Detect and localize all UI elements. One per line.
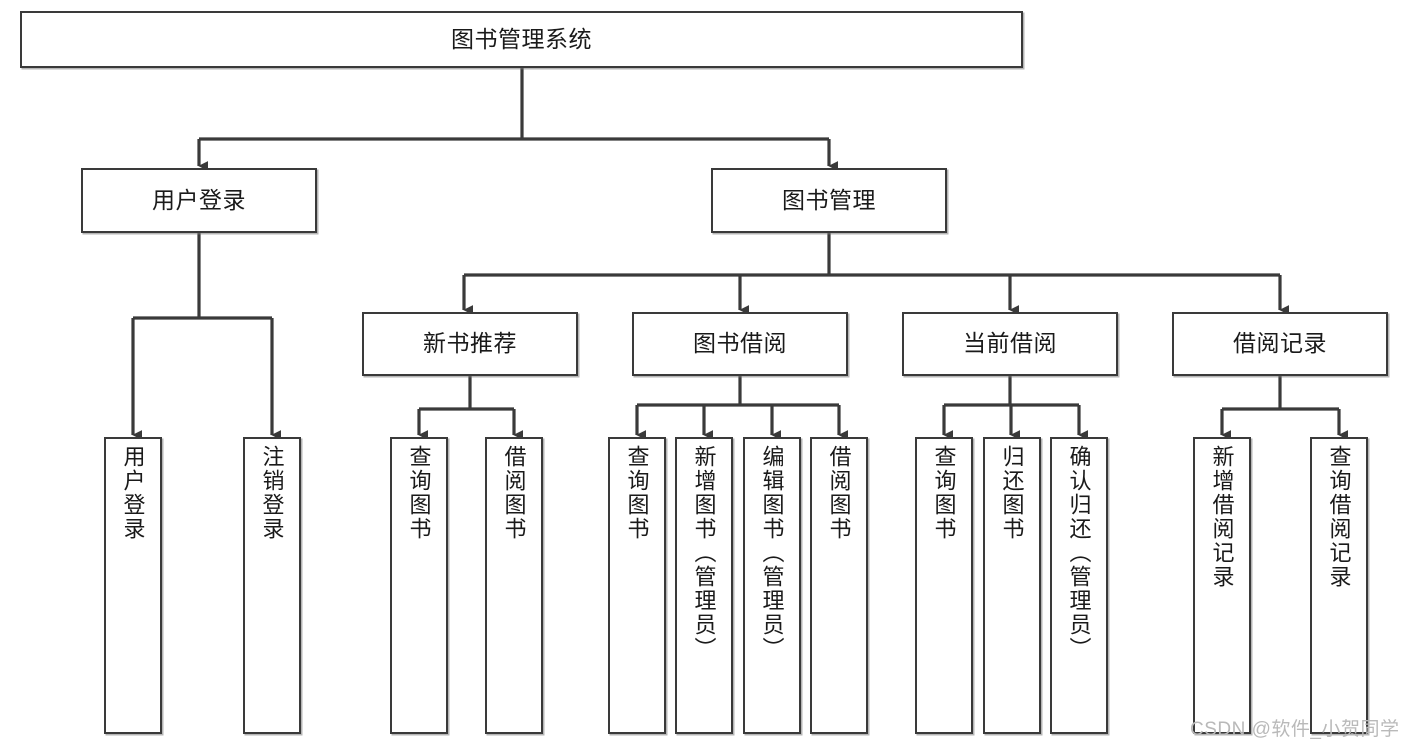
leaf-borrow-add-book[interactable]: 新增图书（管理员） (675, 437, 733, 734)
leaf-recommend-borrow-book[interactable]: 借阅图书 (485, 437, 543, 734)
leaf-recommend-query-book[interactable]: 查询图书 (390, 437, 448, 734)
leaf-current-return-book[interactable]: 归还图书 (983, 437, 1041, 734)
node-label: 当前借阅 (963, 330, 1057, 357)
node-label: 注销登录 (259, 445, 285, 541)
node-label: 归还图书 (999, 445, 1025, 541)
leaf-user-login-signin[interactable]: 用户登录 (104, 437, 162, 734)
node-new-book-recommend[interactable]: 新书推荐 (362, 312, 578, 376)
node-borrow-record[interactable]: 借阅记录 (1172, 312, 1388, 376)
node-current-borrow[interactable]: 当前借阅 (902, 312, 1118, 376)
node-label: 图书借阅 (693, 330, 787, 357)
node-label: 借阅图书 (501, 445, 527, 541)
leaf-current-confirm-return[interactable]: 确认归还（管理员） (1050, 437, 1108, 734)
node-book-management[interactable]: 图书管理 (711, 168, 947, 233)
node-book-borrow[interactable]: 图书借阅 (632, 312, 848, 376)
node-label: 用户登录 (120, 445, 146, 541)
node-label: 新书推荐 (423, 330, 517, 357)
node-label: 用户登录 (152, 186, 246, 213)
csdn-watermark: CSDN @软件_小贺同学 (1190, 719, 1400, 740)
node-label: 编辑图书（管理员） (759, 445, 785, 661)
node-label: 图书管理系统 (451, 25, 592, 52)
leaf-user-login-signout[interactable]: 注销登录 (243, 437, 301, 734)
node-root-system[interactable]: 图书管理系统 (20, 11, 1023, 68)
node-label: 图书管理 (782, 186, 876, 213)
leaf-borrow-query-book[interactable]: 查询图书 (608, 437, 666, 734)
leaf-borrow-borrow-book[interactable]: 借阅图书 (810, 437, 868, 734)
node-label: 借阅记录 (1233, 330, 1327, 357)
node-label: 查询图书 (406, 445, 432, 541)
leaf-borrow-edit-book[interactable]: 编辑图书（管理员） (743, 437, 801, 734)
leaf-record-query-record[interactable]: 查询借阅记录 (1310, 437, 1368, 734)
leaf-current-query-book[interactable]: 查询图书 (915, 437, 973, 734)
node-label: 新增图书（管理员） (691, 445, 717, 661)
node-label: 查询图书 (624, 445, 650, 541)
node-label: 查询图书 (931, 445, 957, 541)
node-label: 查询借阅记录 (1326, 445, 1352, 589)
leaf-record-add-record[interactable]: 新增借阅记录 (1193, 437, 1251, 734)
node-label: 新增借阅记录 (1209, 445, 1235, 589)
node-user-login[interactable]: 用户登录 (81, 168, 317, 233)
node-label: 借阅图书 (826, 445, 852, 541)
node-label: 确认归还（管理员） (1066, 445, 1092, 661)
